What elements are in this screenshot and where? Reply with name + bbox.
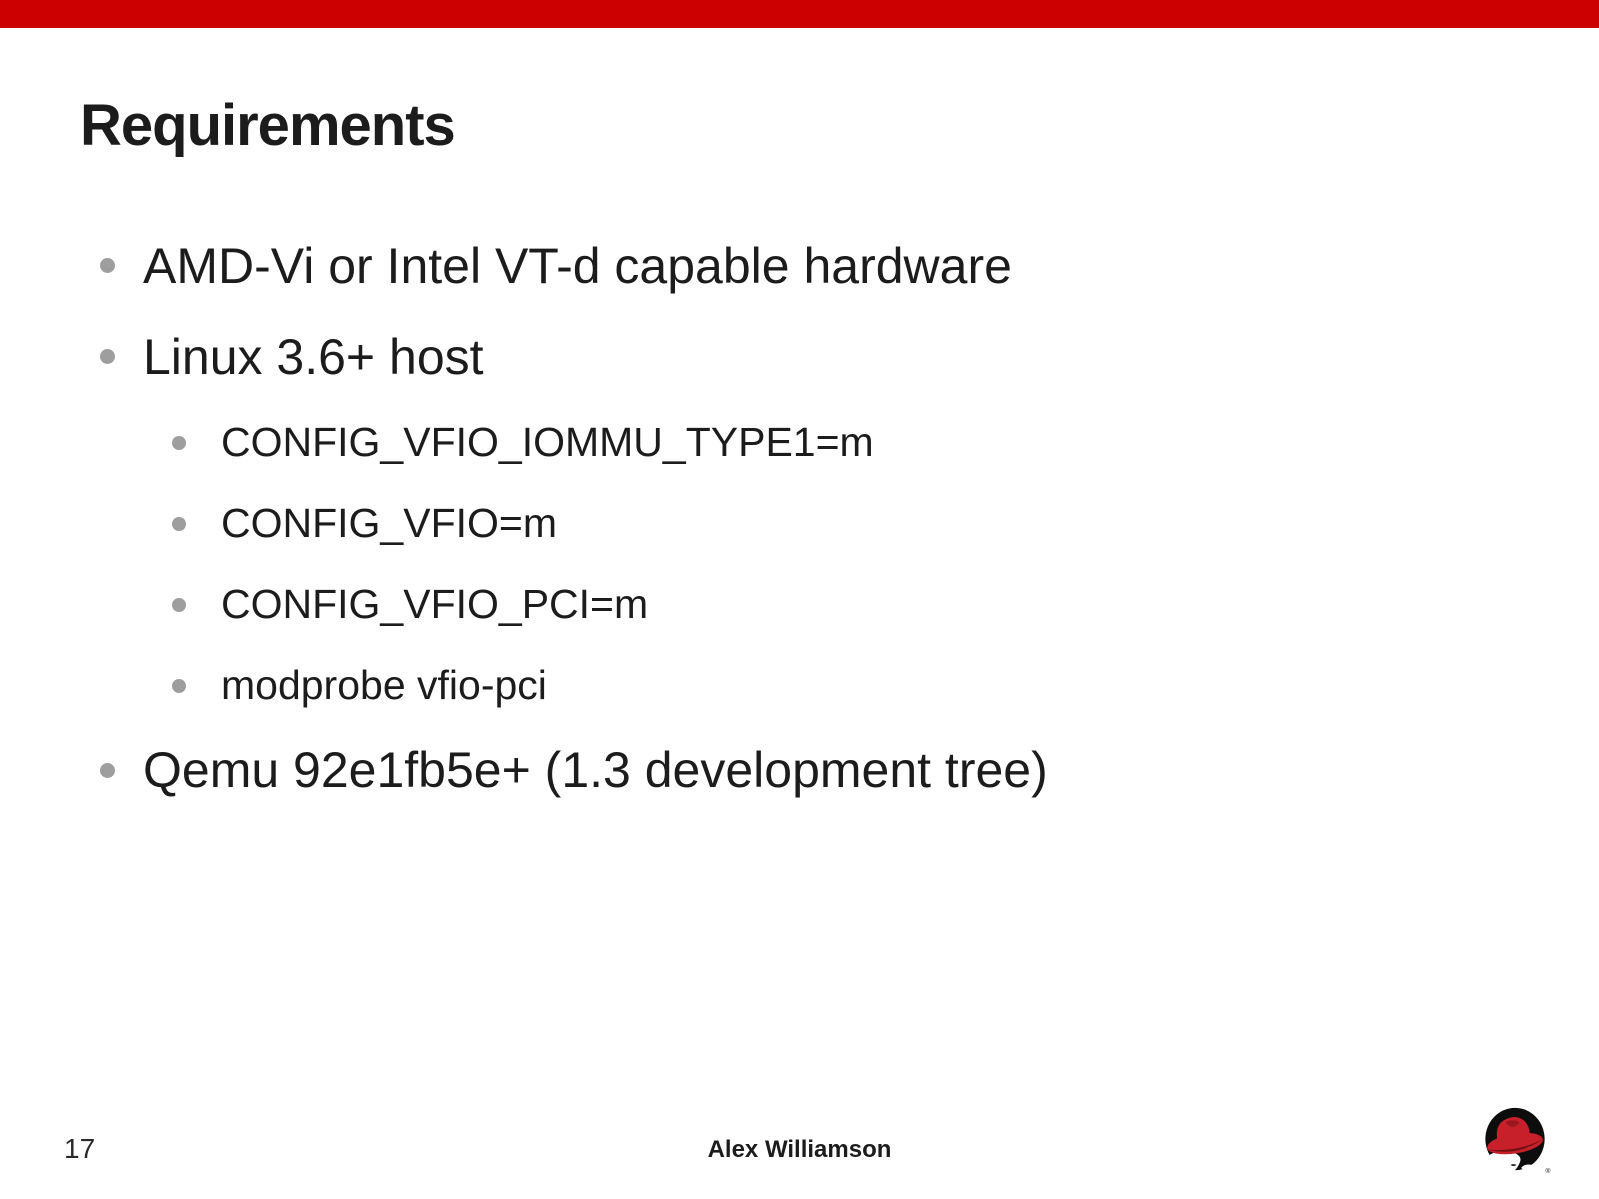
bullet-item: Linux 3.6+ host — [0, 311, 1599, 402]
bullet-icon — [172, 435, 186, 450]
bullet-icon — [172, 516, 186, 531]
bullet-icon — [100, 349, 115, 364]
bullet-text: Linux 3.6+ host — [143, 328, 484, 385]
bullet-icon — [172, 597, 186, 612]
sub-bullet-item: CONFIG_VFIO_IOMMU_TYPE1=m — [0, 402, 1599, 483]
sub-bullet-item: modprobe vfio-pci — [0, 645, 1599, 726]
sub-bullet-text: CONFIG_VFIO=m — [221, 500, 558, 546]
sub-bullet-text: modprobe vfio-pci — [221, 662, 547, 708]
bullet-icon — [100, 762, 115, 778]
redhat-shadowman-logo: ® — [1477, 1101, 1553, 1177]
sub-bullet-text: CONFIG_VFIO_PCI=m — [221, 581, 649, 627]
top-accent-bar — [0, 0, 1599, 28]
bullet-list: AMD-Vi or Intel VT-d capable hardware Li… — [0, 220, 1599, 814]
author-name: Alex Williamson — [707, 1136, 892, 1163]
page-title: Requirements — [80, 93, 456, 158]
bullet-icon — [100, 258, 115, 273]
sub-bullet-item: CONFIG_VFIO=m — [0, 483, 1599, 564]
sub-bullet-item: CONFIG_VFIO_PCI=m — [0, 564, 1599, 645]
redhat-shadowman-icon: ® — [1485, 1107, 1550, 1177]
bullet-icon — [172, 678, 186, 693]
svg-text:®: ® — [1545, 1167, 1550, 1175]
sub-bullet-text: CONFIG_VFIO_IOMMU_TYPE1=m — [221, 419, 874, 465]
bullet-item: AMD-Vi or Intel VT-d capable hardware — [0, 220, 1599, 311]
bullet-text: Qemu 92e1fb5e+ (1.3 development tree) — [143, 742, 1048, 798]
bullet-text: AMD-Vi or Intel VT-d capable hardware — [143, 237, 1012, 294]
bullet-item: Qemu 92e1fb5e+ (1.3 development tree) — [0, 726, 1599, 814]
page-number: 17 — [64, 1133, 96, 1164]
